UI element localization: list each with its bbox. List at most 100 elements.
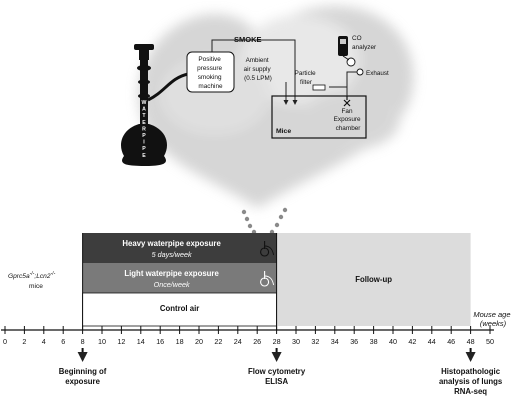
week-tick-label: 16: [156, 337, 164, 346]
ambient-label: Ambient air supply (0.5 LPM): [244, 57, 273, 82]
waterpipe-bowl: [134, 44, 154, 50]
particle-filter-line: filter: [300, 79, 312, 86]
chamber-label-line: chamber: [336, 125, 362, 132]
co-analyzer-screen: [340, 39, 346, 44]
axis-label-line: (weeks): [480, 319, 507, 328]
light-exposure-title: Light waterpipe exposure: [124, 269, 219, 278]
fan-blade: [343, 99, 351, 107]
waterpipe-hose: [147, 72, 189, 102]
waterpipe-letter: P: [142, 133, 146, 139]
timeline-bands: Heavy waterpipe exposure 5 days/weekLight…: [82, 233, 471, 330]
week-tick-label: 30: [292, 337, 300, 346]
trail-dot: [278, 214, 284, 220]
mouse-gene-2: Lcn2: [36, 273, 51, 280]
heavy-exposure-frequency: 5 days/week: [152, 250, 192, 259]
waterpipe-letter: E: [142, 120, 146, 126]
trail-dot: [244, 216, 250, 222]
waterpipe-stem: [140, 60, 148, 124]
waterpipe-letter: W: [142, 100, 147, 106]
smoke-label: SMOKE: [234, 35, 262, 44]
week-tick-label: 50: [486, 337, 494, 346]
machine-label-line: machine: [198, 83, 223, 90]
co-analyzer-label: CO analyzer: [352, 35, 377, 51]
machine-label-line: pressure: [197, 65, 222, 72]
week-tick-label: 12: [117, 337, 125, 346]
week-tick-label: 42: [408, 337, 416, 346]
smoke-line-connector: [211, 39, 234, 52]
waterpipe-letter: P: [142, 146, 146, 152]
week-tick-label: 22: [214, 337, 222, 346]
milestone-label: RNA-seq: [454, 387, 487, 396]
milestone-label: Flow cytometry: [248, 367, 306, 376]
exhaust-icon: [356, 68, 364, 76]
co-analyzer-line: analyzer: [352, 44, 377, 51]
waterpipe-collar: [138, 93, 150, 99]
week-tick-label: 6: [61, 337, 65, 346]
waterpipe-vase: [120, 124, 168, 166]
mouse-gene-1: Gprc5a: [8, 273, 30, 280]
smoke-puff: [240, 15, 360, 105]
smoke-line: [234, 39, 298, 105]
week-tick-label: 32: [311, 337, 319, 346]
light-exposure-band: [82, 263, 277, 293]
milestone-label: Beginning of: [59, 367, 107, 376]
waterpipe-icon: [120, 44, 189, 166]
milestone-label: exposure: [65, 377, 100, 386]
smoke-puff: [300, 90, 400, 150]
week-tick-label: 36: [350, 337, 358, 346]
heavy-exposure-title: Heavy waterpipe exposure: [122, 239, 221, 248]
chamber-label-line: Exposure: [334, 116, 361, 123]
milestone-label: analysis of lungs: [439, 377, 503, 386]
machine-label: Positive pressure smoking machine: [197, 56, 224, 90]
smoking-machine: [186, 51, 235, 93]
mouse-sep: ;: [34, 273, 36, 280]
week-tick-label: 38: [370, 337, 378, 346]
mouse-gene-1-sup: -/-: [30, 271, 35, 277]
control-air-label: Control air: [160, 304, 199, 313]
week-tick-label: 8: [81, 337, 85, 346]
week-tick-label: 44: [428, 337, 436, 346]
axis-label-line: Mouse age: [473, 310, 510, 319]
week-tick-label: 46: [447, 337, 455, 346]
co-analyzer-cable: [342, 55, 350, 61]
week-tick-label: 40: [389, 337, 397, 346]
exposure-chamber: [271, 95, 367, 139]
ambient-label-line: Ambient: [246, 57, 269, 64]
waterpipe-letter: R: [142, 126, 146, 132]
ambient-label-line: (0.5 LPM): [244, 75, 272, 82]
co-analyzer-icon: [338, 36, 356, 67]
waterpipe-collar: [137, 65, 151, 71]
machine-label-line: smoking: [198, 74, 222, 81]
week-tick-label: 10: [98, 337, 106, 346]
week-tick-label: 14: [137, 337, 145, 346]
machine-label-line: Positive: [198, 56, 221, 63]
week-tick-label: 4: [42, 337, 46, 346]
exhaust-line-up: [346, 71, 357, 87]
fan-icon: [343, 96, 351, 107]
week-tick-label: 48: [467, 337, 475, 346]
waterpipe-collar: [138, 79, 150, 85]
trail-dot: [282, 207, 288, 213]
trail-dot: [274, 222, 280, 228]
ambient-label-line: air supply: [244, 66, 272, 73]
week-tick-label: 20: [195, 337, 203, 346]
week-tick-label: 2: [22, 337, 26, 346]
mini-pipe-hose: [264, 245, 275, 256]
particle-filter-label: Particle filter: [295, 70, 318, 86]
week-tick-label: 28: [273, 337, 281, 346]
light-exposure-frequency: Once/week: [154, 280, 190, 289]
mouse-strain-label: Gprc5a-/-;Lcn2-/-: [8, 271, 56, 280]
mini-pipe-vase: [260, 247, 270, 257]
particle-filter-line: Particle: [295, 70, 316, 77]
mice-label: Mice: [276, 128, 291, 135]
mouse-suffix: mice: [29, 283, 43, 290]
waterpipe-letter: E: [142, 153, 146, 159]
particle-filter-icon: [312, 84, 326, 91]
trail-dot: [247, 223, 253, 229]
waterpipe-letter: A: [142, 107, 146, 113]
